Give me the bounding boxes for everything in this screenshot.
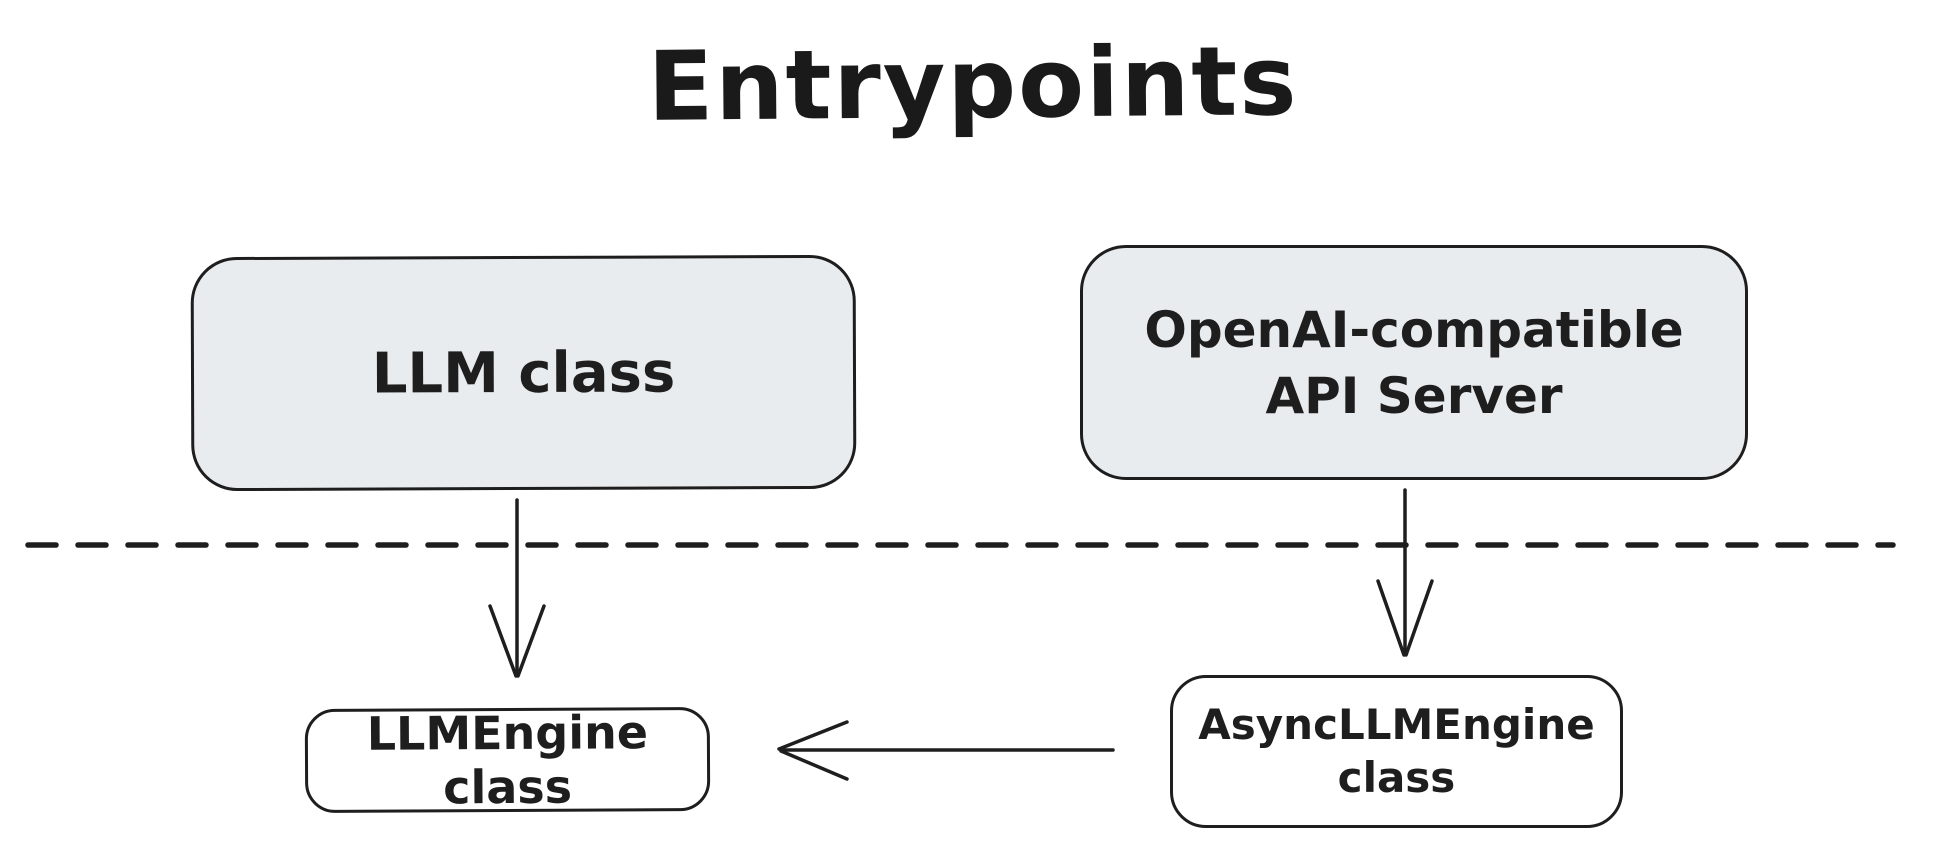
arrow-apiserver-to-asyncllmengine-icon: [1376, 488, 1434, 657]
arrow-llm-to-llmengine-icon: [488, 498, 546, 678]
node-openai-api-server-label-line1: OpenAI-compatible: [1144, 300, 1684, 359]
node-llm-class-label: LLM class: [371, 339, 676, 407]
node-llm-class: LLM class: [190, 254, 857, 492]
node-llmengine-class-label: LLMEngine class: [366, 705, 649, 815]
node-asyncllmengine-class-label-line1: AsyncLLMEngine: [1198, 700, 1595, 749]
node-openai-api-server-label-line2: API Server: [1265, 366, 1563, 425]
arrow-asyncllmengine-to-llmengine-icon: [777, 720, 1115, 781]
diagram-title: Entrypoints: [647, 25, 1299, 143]
node-openai-api-server: OpenAI-compatible API Server: [1080, 245, 1748, 480]
node-asyncllmengine-class-label-line2: class: [1337, 752, 1456, 802]
node-asyncllmengine-class: AsyncLLMEngine class: [1170, 675, 1623, 828]
node-llmengine-class: LLMEngine class: [304, 705, 711, 815]
